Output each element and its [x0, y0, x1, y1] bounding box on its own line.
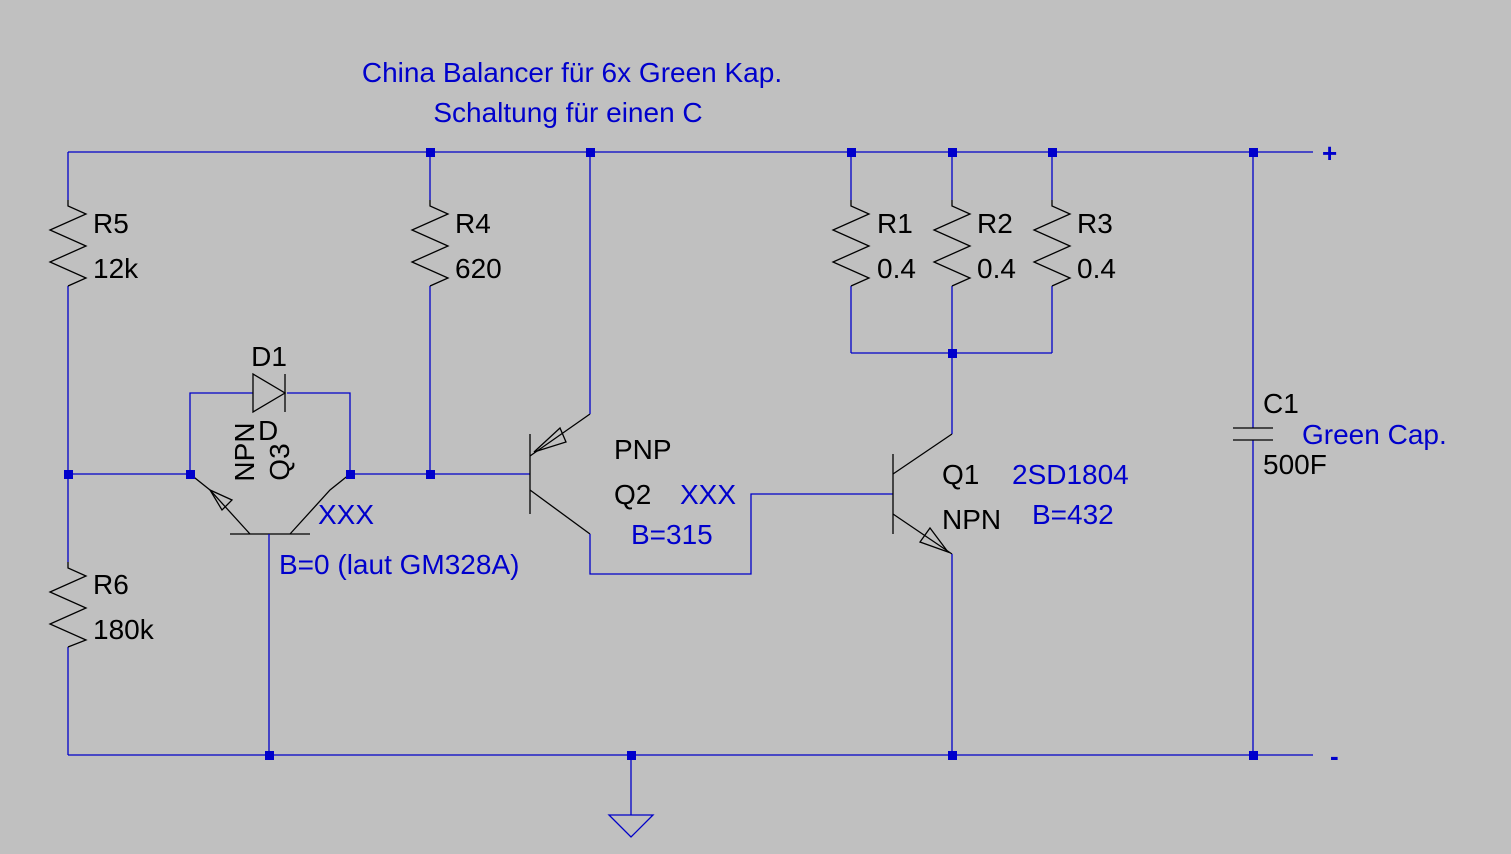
junction-node — [627, 751, 636, 760]
q1-beta: B=432 — [1032, 499, 1114, 530]
r6-ref: R6 — [93, 569, 129, 600]
junction-node — [426, 148, 435, 157]
junction-node — [64, 470, 73, 479]
q2-part: XXX — [680, 479, 736, 510]
r1-value: 0.4 — [877, 253, 916, 284]
r5-value: 12k — [93, 253, 139, 284]
junction-node — [1048, 148, 1057, 157]
transistor-q1 — [892, 433, 953, 555]
junction-node — [426, 470, 435, 479]
q1-type-label: NPN — [942, 504, 1001, 535]
junction-node — [346, 470, 355, 479]
r1-ref: R1 — [877, 208, 913, 239]
transistor-q2 — [529, 413, 591, 535]
r3-value: 0.4 — [1077, 253, 1116, 284]
junction-node — [586, 148, 595, 157]
q2-ref: Q2 — [614, 479, 651, 510]
r3-ref: R3 — [1077, 208, 1113, 239]
r6-value: 180k — [93, 614, 155, 645]
r2-value: 0.4 — [977, 253, 1016, 284]
junction-node — [186, 470, 195, 479]
q3-part: XXX — [318, 499, 374, 530]
junction-node — [1249, 751, 1258, 760]
positive-terminal-label: + — [1322, 138, 1337, 168]
junction-node — [948, 349, 957, 358]
resistor-r5 — [48, 200, 88, 287]
q1-part: 2SD1804 — [1012, 459, 1129, 490]
junction-node — [1249, 148, 1258, 157]
d1-model: D — [258, 415, 278, 446]
wire-q2-collector-to-q1-base — [589, 493, 893, 575]
q3-ref: Q3 — [264, 443, 295, 480]
resistor-r2 — [932, 200, 972, 287]
resistor-r6 — [48, 562, 88, 648]
schematic-subtitle: Schaltung für einen C — [433, 97, 702, 128]
q2-type-label: PNP — [614, 434, 672, 465]
d1-ref: D1 — [251, 341, 287, 372]
c1-ref: C1 — [1263, 388, 1299, 419]
r4-ref: R4 — [455, 208, 491, 239]
resistor-r1 — [831, 200, 871, 287]
wire-diode-loop — [189, 392, 351, 474]
wire-shunt-resistors — [850, 152, 1053, 434]
negative-terminal-label: - — [1330, 741, 1339, 771]
r4-value: 620 — [455, 253, 502, 284]
q1-ref: Q1 — [942, 459, 979, 490]
resistor-r3 — [1032, 200, 1072, 287]
capacitor-c1 — [1233, 427, 1273, 441]
q3-note: B=0 (laut GM328A) — [279, 549, 519, 580]
q2-beta: B=315 — [631, 519, 713, 550]
c1-note: Green Cap. — [1302, 419, 1447, 450]
schematic-title: China Balancer für 6x Green Kap. — [362, 57, 782, 88]
junction-node — [948, 751, 957, 760]
resistor-r4 — [410, 200, 450, 287]
c1-value: 500F — [1263, 449, 1327, 480]
ground-symbol — [607, 755, 655, 838]
r5-ref: R5 — [93, 208, 129, 239]
transistor-q3 — [189, 473, 351, 535]
junction-node — [847, 148, 856, 157]
junction-nodes — [64, 148, 1258, 760]
junction-node — [265, 751, 274, 760]
q3-type-label: NPN — [229, 422, 260, 481]
r2-ref: R2 — [977, 208, 1013, 239]
diode-d1 — [252, 372, 287, 414]
junction-node — [948, 148, 957, 157]
